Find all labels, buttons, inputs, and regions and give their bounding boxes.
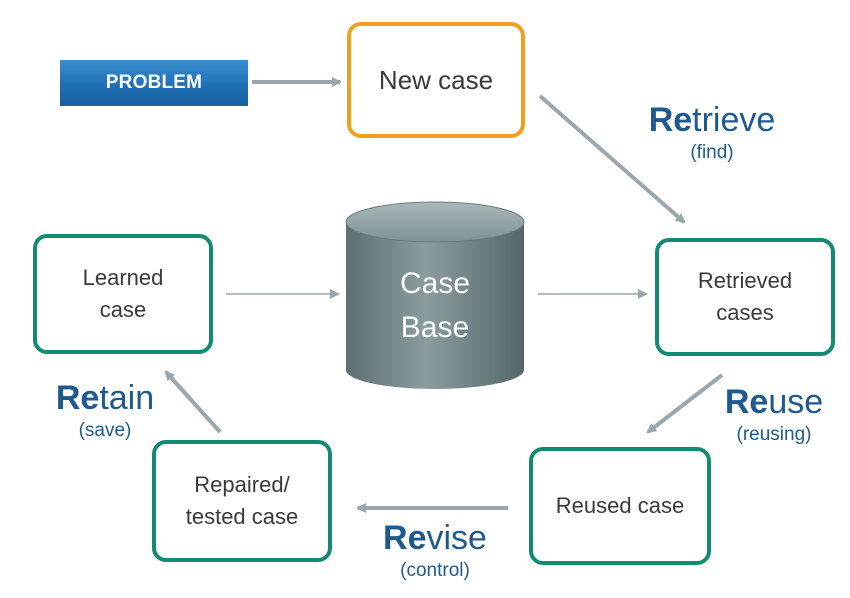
problem-label: PROBLEM [105, 72, 203, 93]
stage-revise-name: Revise [383, 519, 487, 557]
learned-case-box: Learned case [33, 234, 213, 354]
stage-retain: Retain (save) [36, 378, 174, 444]
new-case-box: New case [347, 22, 525, 138]
reused-case-label: Reused case [555, 493, 685, 518]
stage-retrieve: Retrieve (find) [630, 100, 794, 166]
repaired-case-box: Repaired/ tested case [152, 440, 332, 562]
repaired-case-line2: tested case [185, 504, 299, 529]
retrieved-cases-line1: Retrieved [697, 268, 793, 293]
stage-reuse-sub: (reusing) [736, 424, 812, 445]
problem-banner: PROBLEM [60, 60, 248, 106]
arrow-retrieve [538, 94, 686, 224]
case-base-label: Case Base [346, 262, 524, 350]
arrow-retain [164, 370, 222, 434]
arrow-reuse [646, 373, 724, 434]
stage-retain-sub: (save) [78, 420, 132, 441]
stage-retain-name: Retain [55, 379, 155, 417]
learned-case-line2: case [99, 297, 147, 322]
reused-case-box: Reused case [529, 447, 711, 565]
case-base-line1: Case [399, 267, 471, 300]
stage-reuse: Reuse (reusing) [706, 382, 842, 448]
stage-revise: Revise (control) [360, 518, 510, 584]
repaired-case-line1: Repaired/ [194, 472, 290, 497]
stage-revise-sub: (control) [400, 560, 470, 581]
case-base-line2: Base [400, 311, 470, 344]
case-base-cylinder [345, 201, 525, 389]
retrieved-cases-box: Retrieved cases [655, 238, 835, 356]
stage-retrieve-sub: (find) [690, 142, 734, 163]
stage-retrieve-name: Retrieve [648, 101, 776, 139]
retrieved-cases-line2: cases [716, 300, 774, 325]
stage-reuse-name: Reuse [724, 383, 824, 421]
new-case-label: New case [378, 65, 494, 95]
learned-case-line1: Learned [82, 265, 164, 290]
